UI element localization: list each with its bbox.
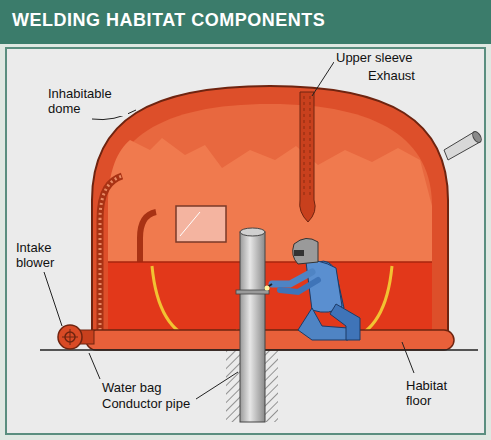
leader-lines: [44, 62, 414, 399]
part-label: Habitat floor: [404, 378, 468, 408]
cutaway: [108, 138, 432, 348]
pipe-top: [240, 228, 265, 236]
panel: [6, 48, 485, 434]
title-bar: [0, 0, 491, 44]
intake-blower: [58, 325, 94, 349]
part-label: Inhabitable dome: [46, 86, 128, 116]
upper-sleeve: [300, 92, 315, 222]
habitat-floor: [108, 262, 432, 340]
floor-edge: [108, 261, 432, 263]
title: WELDING HABITAT COMPONENTS: [12, 10, 325, 31]
boot-seal: [152, 266, 196, 340]
sleeve-stitch: [304, 96, 305, 198]
pipe-collar: [236, 290, 269, 294]
part-label: Conductor pipe: [100, 396, 192, 411]
sleeve-stitch: [310, 96, 311, 198]
dome-shell: [92, 86, 448, 348]
part-label: Intake blower: [14, 240, 72, 270]
window-glint: [180, 212, 200, 236]
part-label: Water bag: [100, 380, 164, 395]
part-label: Exhaust: [366, 68, 417, 83]
water-bag: [86, 330, 454, 350]
part-label: Upper sleeve: [334, 50, 415, 65]
exhaust-pipe: [444, 130, 483, 160]
viewport-window: [176, 206, 226, 242]
dome-interior: [108, 104, 432, 348]
welder-figure: [265, 238, 361, 340]
conductor-pipe: [240, 232, 265, 422]
